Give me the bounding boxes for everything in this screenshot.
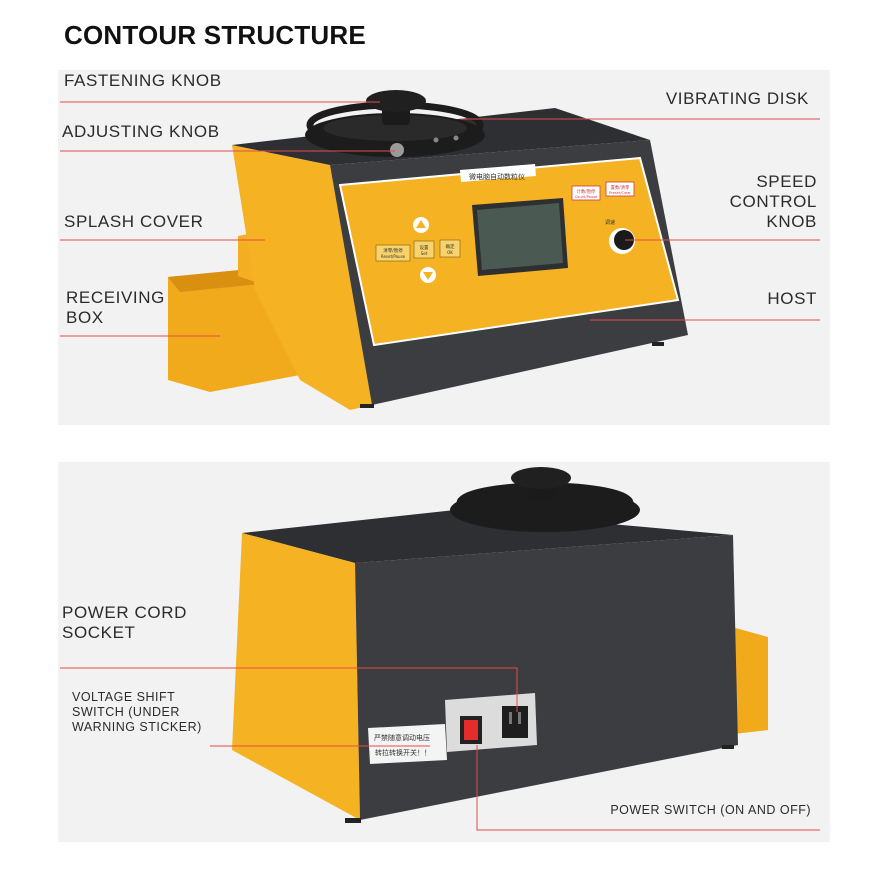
reset-pause-button[interactable] <box>375 244 411 262</box>
speed-control-knob[interactable] <box>614 230 634 250</box>
preset-clear-button[interactable] <box>605 181 635 197</box>
rear-side-panel <box>232 533 360 820</box>
preset-clear-label-cn: 置数/清零 <box>611 184 630 191</box>
rear-face <box>355 535 738 820</box>
label-voltage-line3: WARNING STICKER) <box>72 720 202 734</box>
fastening-knob[interactable] <box>366 90 426 112</box>
foot <box>652 342 664 346</box>
rear-fastening-knob <box>511 467 571 489</box>
label-power-cord-line1: POWER CORD <box>62 603 187 622</box>
label-vibrating-disk: VIBRATING DISK <box>665 89 809 108</box>
label-host: HOST <box>767 289 817 308</box>
label-adjusting-knob: ADJUSTING KNOB <box>62 122 220 141</box>
socket-pin <box>509 712 512 724</box>
label-power-cord-line2: SOCKET <box>62 623 136 642</box>
set-button[interactable] <box>413 240 435 259</box>
foot <box>345 818 361 823</box>
speed-knob-label: 调速 <box>605 219 615 226</box>
set-label-cn: 设置 <box>420 244 429 251</box>
label-power-switch: POWER SWITCH (ON AND OFF) <box>610 803 811 817</box>
count-pause-label-en: Count/Pause <box>575 195 598 199</box>
label-speed-line1: SPEED <box>756 172 817 191</box>
disk-bolt-1 <box>433 137 439 143</box>
host-side <box>232 145 372 410</box>
adjusting-knob[interactable] <box>390 143 404 157</box>
label-fastening-knob: FASTENING KNOB <box>64 71 222 90</box>
reset-pause-label-cn: 清零/暂停 <box>383 247 403 254</box>
sticker-line-2: 转拉转换开关！！ <box>375 748 431 757</box>
up-arrow-icon <box>416 220 426 228</box>
rear-device: 严禁随意调动电压 转拉转换开关！！ <box>232 467 768 823</box>
ok-label-cn: 确定 <box>446 243 455 250</box>
leader-lines <box>60 101 820 831</box>
count-pause-button[interactable] <box>571 185 601 201</box>
ok-label-en: OK <box>447 250 453 255</box>
line-power-switch <box>476 745 820 831</box>
line-power-cord-socket <box>60 667 518 712</box>
sticker-line-1: 严禁随意调动电压 <box>374 733 430 742</box>
reset-pause-label-en: Reset/Pause <box>381 254 406 259</box>
front-device: 微电脑自动数粒仪 清零/暂停 Reset/Pause 设置 Set 确定 OK … <box>168 90 688 410</box>
set-label-en: Set <box>421 251 428 256</box>
label-splash-cover: SPLASH COVER <box>64 212 204 231</box>
rear-vibrating-disk <box>450 488 640 532</box>
foot <box>360 404 374 408</box>
ok-button[interactable] <box>439 239 461 258</box>
count-pause-label-cn: 计数/暂停 <box>577 188 596 195</box>
page-title: CONTOUR STRUCTURE <box>64 20 366 50</box>
socket-pin <box>518 712 521 724</box>
lcd-screen <box>477 203 563 270</box>
panel-title: 微电脑自动数粒仪 <box>469 172 525 181</box>
preset-clear-label-en: Preset/Clear <box>609 191 631 195</box>
down-arrow-icon <box>423 272 433 280</box>
disk-bolt-2 <box>453 135 459 141</box>
power-cord-socket[interactable] <box>502 706 528 738</box>
label-speed-line3: KNOB <box>766 212 817 231</box>
panel-title-strip <box>460 164 536 182</box>
label-receiving-box-line1: RECEIVING <box>66 288 165 307</box>
warning-sticker <box>368 724 447 764</box>
vibrating-disk <box>323 115 467 141</box>
power-switch-rocker[interactable] <box>464 720 478 740</box>
rear-top <box>242 510 733 563</box>
label-voltage-line1: VOLTAGE SHIFT <box>72 690 176 704</box>
foot <box>722 745 734 749</box>
label-voltage-line2: SWITCH (UNDER <box>72 705 180 719</box>
label-speed-line2: CONTROL <box>729 192 817 211</box>
label-receiving-box-line2: BOX <box>66 308 104 327</box>
